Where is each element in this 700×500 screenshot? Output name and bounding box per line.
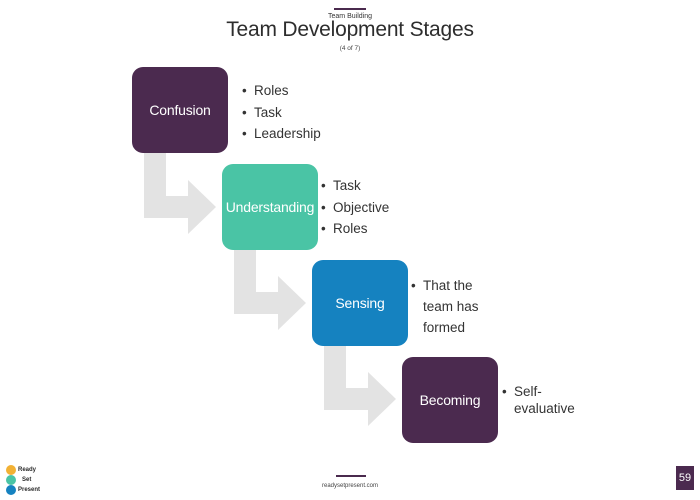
stage-confusion-box: Confusion [132, 67, 228, 153]
arrow-connector-3-icon [324, 346, 396, 426]
bullet-item: Leadership [242, 123, 321, 145]
section-kicker: Team Building [328, 13, 372, 20]
bullet-item: Task [242, 102, 321, 124]
page-subtitle: (4 of 7) [339, 45, 361, 52]
bullet-item: Objective [321, 197, 389, 219]
stage-label: Understanding [225, 199, 315, 215]
logo-text-line3: Present [18, 487, 41, 493]
logo-dot-icon [6, 465, 16, 475]
logo-text-line2: Set [22, 477, 32, 483]
stage-label: Confusion [149, 102, 211, 118]
logo-text-line1: Ready [18, 467, 37, 473]
bullet-item: That the team has formed [411, 275, 489, 338]
bullet-item: Roles [242, 80, 321, 102]
logo-dot-icon [6, 475, 16, 485]
footer-accent-rule [336, 475, 366, 477]
stage-understanding-bullets: Task Objective Roles [321, 175, 389, 240]
page-title: Team Development Stages [226, 18, 474, 41]
stage-label: Sensing [335, 295, 385, 311]
stage-sensing-bullets: That the team has formed [411, 275, 489, 338]
arrow-connector-2-icon [234, 250, 306, 330]
footer-url: readysetpresent.com [321, 483, 379, 489]
bullet-item: Self-evaluative [502, 383, 582, 417]
arrow-connector-1-icon [144, 153, 216, 234]
stage-becoming-bullets: Self-evaluative [502, 383, 582, 417]
bullet-item: Roles [321, 218, 389, 240]
bullet-item: Task [321, 175, 389, 197]
stage-sensing-box: Sensing [312, 260, 408, 346]
stage-confusion-bullets: Roles Task Leadership [242, 80, 321, 145]
page-number: 59 [676, 466, 694, 490]
logo-dot-icon [6, 485, 16, 495]
stage-label: Becoming [419, 392, 481, 408]
ready-set-present-logo: Ready Set Present [4, 463, 74, 497]
stage-becoming-box: Becoming [402, 357, 498, 443]
stage-understanding-box: Understanding [222, 164, 318, 250]
title-accent-rule [334, 8, 366, 10]
